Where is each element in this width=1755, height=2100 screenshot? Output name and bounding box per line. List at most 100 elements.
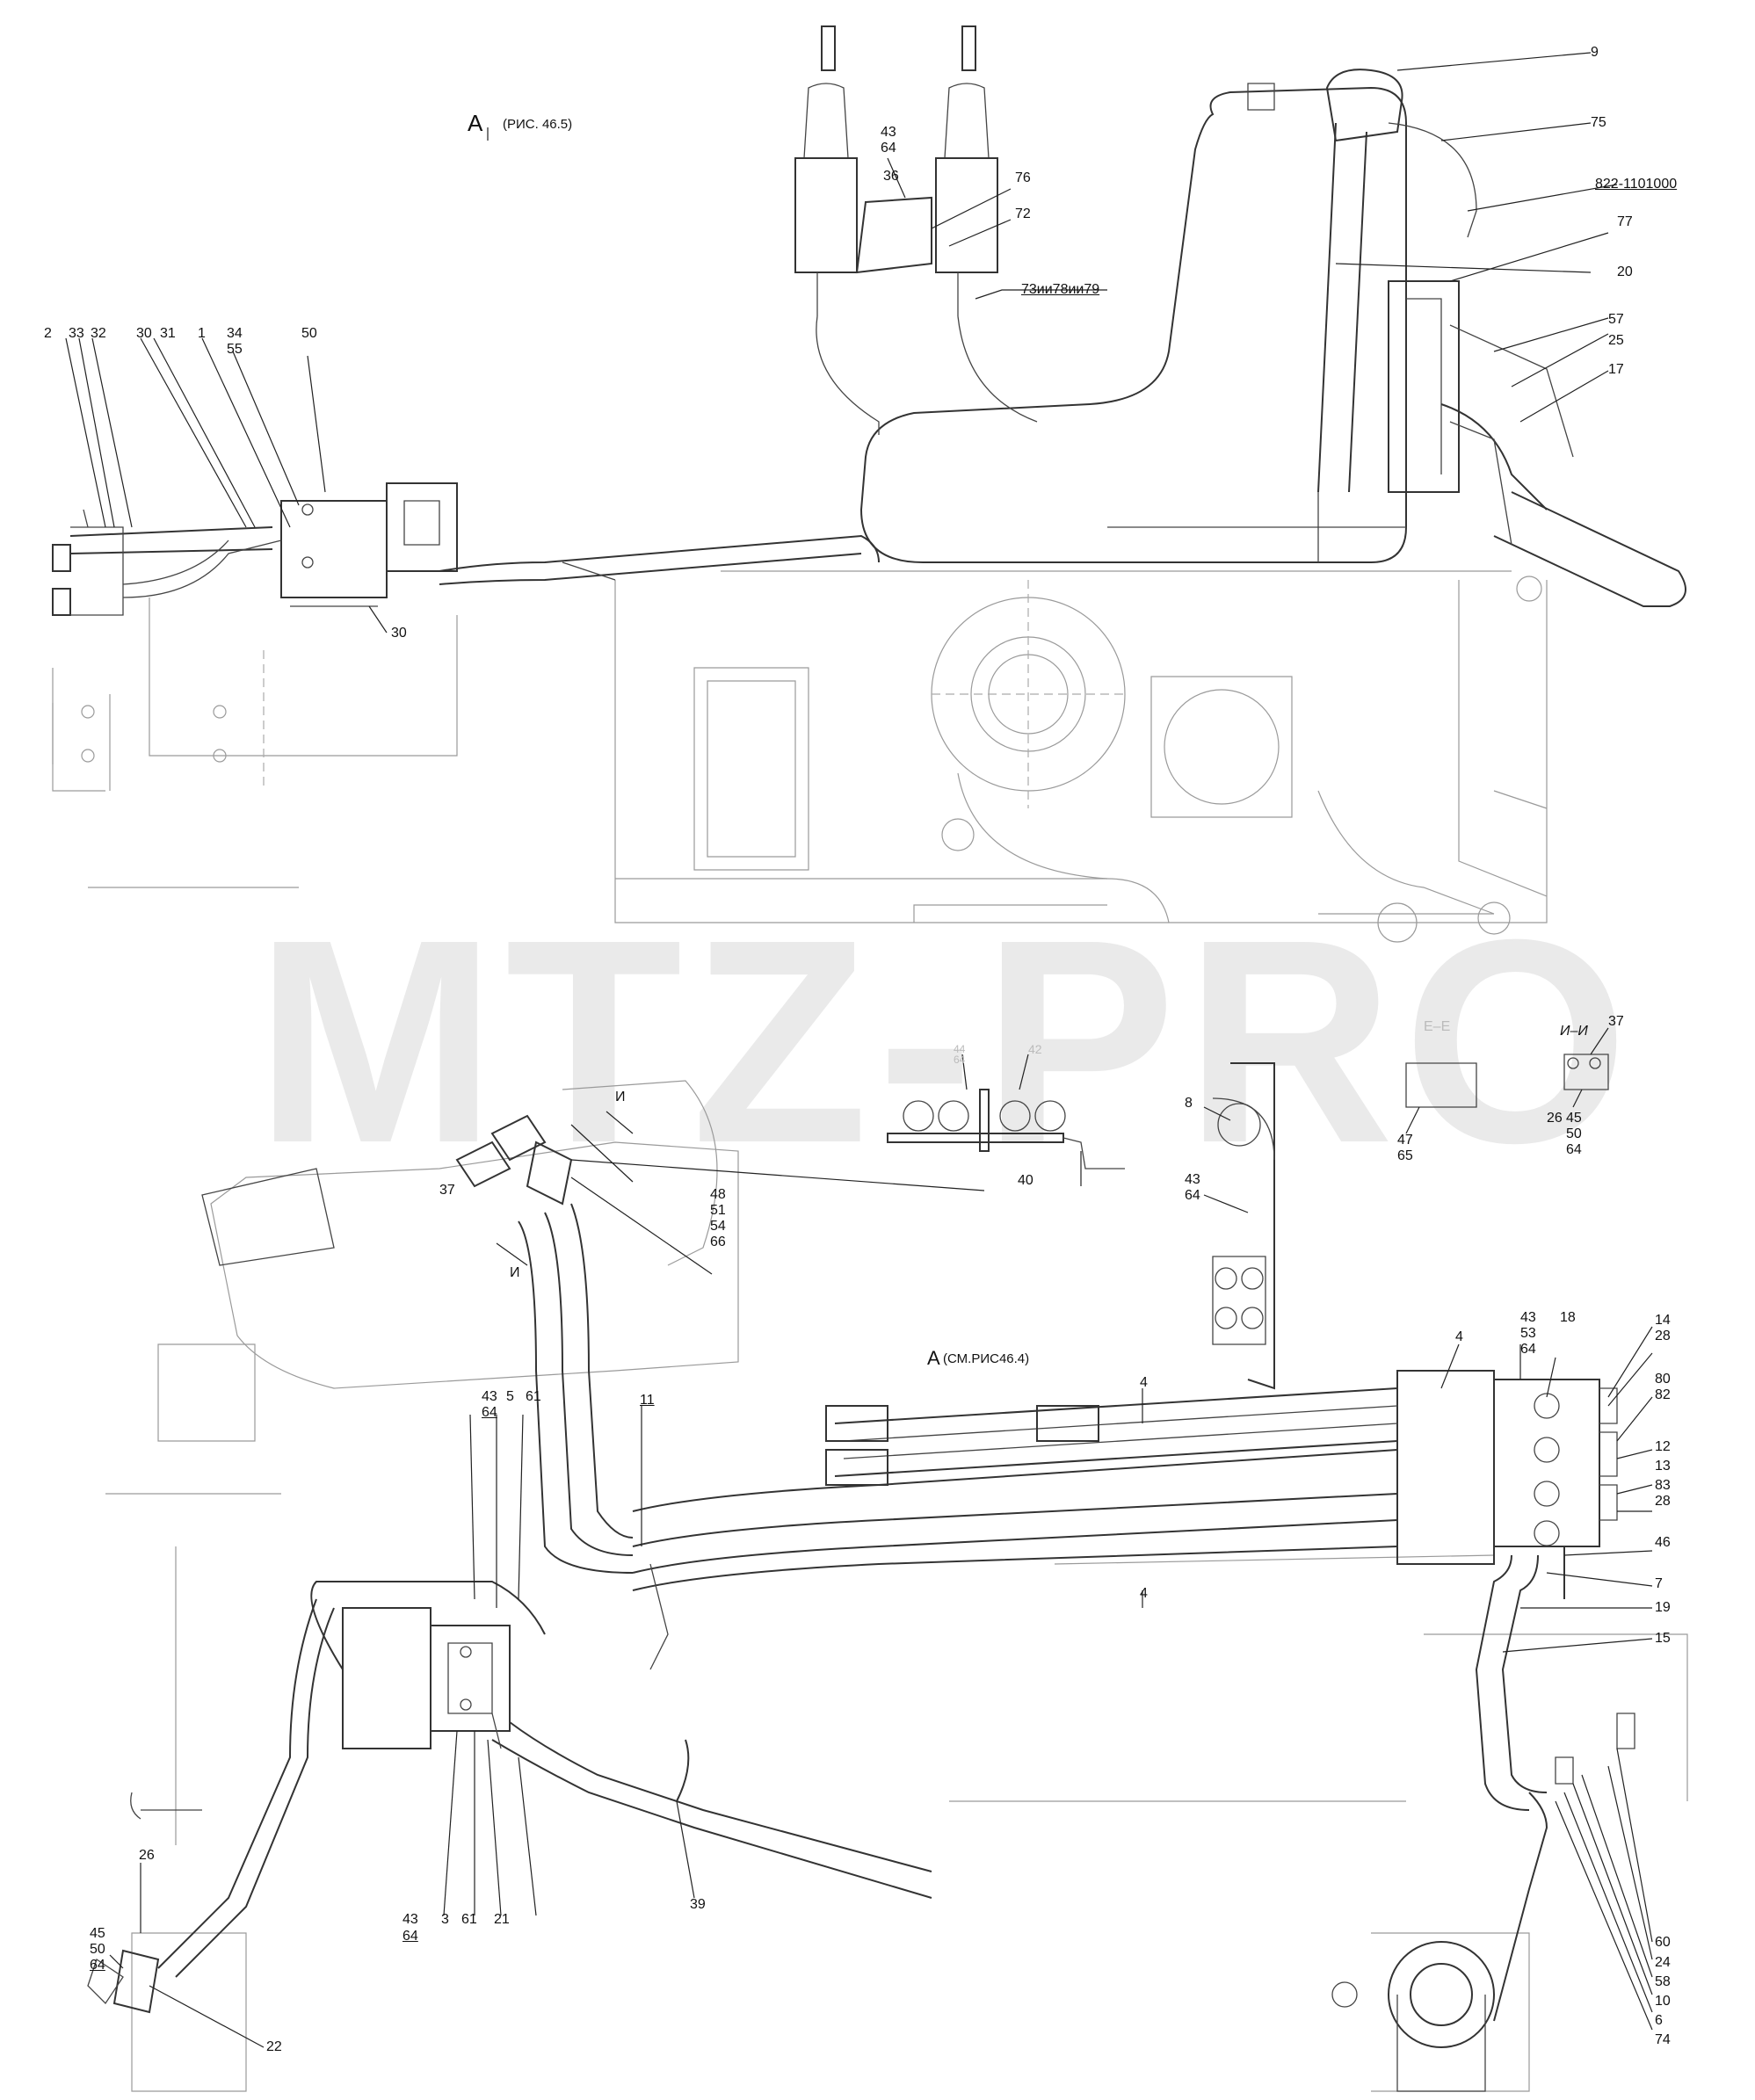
view-label-a-bottom: А (927, 1347, 940, 1369)
callout-54: 54 (710, 1219, 726, 1234)
callout-43-pump-bottom: 43 (482, 1389, 497, 1404)
callout-60: 60 (1655, 1935, 1671, 1950)
pump-bottom (342, 1607, 511, 1749)
cable-callout-73-78-79: 73ии78ии79 (1021, 282, 1100, 297)
callout-37: 37 (439, 1183, 455, 1198)
pump-and-outlets-top (52, 482, 880, 616)
callout-40: 40 (1018, 1173, 1033, 1188)
callout-30-pump: 30 (391, 626, 407, 641)
leader-lines (65, 52, 1653, 2048)
hydraulic-tank (859, 83, 1407, 563)
section-detail-bracket (1212, 1062, 1275, 1390)
callout-20: 20 (1617, 264, 1633, 279)
callout-66: 66 (710, 1235, 726, 1249)
section-detail-ii (1563, 1054, 1609, 1090)
callout-28-lower: 28 (1655, 1494, 1671, 1509)
callout-36: 36 (883, 169, 899, 184)
callout-76: 76 (1015, 170, 1031, 185)
view-label-a-bottom-reference: (СМ.РИС46.4) (943, 1351, 1030, 1366)
callout-4: 4 (1455, 1329, 1463, 1344)
control-levers (794, 25, 1038, 435)
callout-64-lower: 64 (402, 1929, 418, 1944)
callout-50-section: 50 (1566, 1126, 1582, 1141)
section-mark-4-bottom: 4 (1140, 1586, 1148, 1601)
callout-47: 47 (1397, 1133, 1413, 1148)
callout-14: 14 (1655, 1313, 1671, 1328)
callout-39: 39 (690, 1897, 706, 1912)
callout-34: 34 (227, 326, 243, 341)
callout-18: 18 (1560, 1310, 1576, 1325)
callout-12: 12 (1655, 1439, 1671, 1454)
callout-75: 75 (1591, 115, 1606, 130)
callout-51: 51 (710, 1203, 726, 1218)
section-arrows (487, 127, 1143, 1608)
hose-bundle-long (632, 1387, 1398, 1591)
callout-72: 72 (1015, 206, 1031, 221)
callout-10: 10 (1655, 1994, 1671, 2009)
callout-44: 44 (954, 1043, 966, 1055)
callout-65: 65 (1397, 1148, 1413, 1163)
assembly-code-label: 822-1101000 (1595, 177, 1678, 192)
callout-50: 50 (301, 326, 317, 341)
callout-1: 1 (198, 326, 206, 341)
cabin-floor-bottom (105, 1080, 1688, 2092)
callout-17: 17 (1608, 362, 1624, 377)
callout-64-bracket: 64 (1185, 1188, 1200, 1203)
section-label-ee: Е–Е (1424, 1019, 1451, 1034)
callout-15: 15 (1655, 1631, 1671, 1646)
callout-83: 83 (1655, 1478, 1671, 1493)
hose-bundle-vertical (455, 1114, 669, 1670)
callout-8: 8 (1185, 1096, 1193, 1111)
section-detail-clamp-1 (887, 1089, 1125, 1169)
callout-43: 43 (881, 125, 896, 140)
callout-13: 13 (1655, 1459, 1671, 1474)
callout-46: 46 (1655, 1535, 1671, 1550)
axle-hub (1331, 1941, 1495, 2092)
section-mark-i-upper: И (615, 1090, 626, 1104)
callout-58: 58 (1655, 1974, 1671, 1989)
callout-43-valve: 43 (1520, 1310, 1536, 1325)
view-label-a-top-reference: (РИС. 46.5) (503, 117, 573, 132)
return-hoses (491, 1713, 932, 1899)
callout-64: 64 (881, 141, 896, 156)
callout-37-section: 37 (1608, 1014, 1624, 1029)
callout-32: 32 (91, 326, 106, 341)
callout-77: 77 (1617, 214, 1633, 229)
callout-3: 3 (441, 1912, 449, 1927)
distributor-valve (1396, 1370, 1618, 1565)
callout-21: 21 (494, 1912, 510, 1927)
transmission-housing-top (52, 570, 1548, 943)
callout-80: 80 (1655, 1372, 1671, 1387)
callout-9: 9 (1591, 45, 1599, 60)
callout-7: 7 (1655, 1576, 1663, 1591)
callout-53: 53 (1520, 1326, 1536, 1341)
callout-19: 19 (1655, 1600, 1671, 1615)
filter-and-breather (1317, 69, 1686, 607)
callout-6: 6 (1655, 2013, 1663, 2028)
callout-50-lower: 50 (90, 1942, 105, 1957)
callout-43-bracket: 43 (1185, 1172, 1200, 1187)
callout-30: 30 (136, 326, 152, 341)
callout-64-section-ii: 64 (1566, 1142, 1582, 1157)
callout-82: 82 (1655, 1387, 1671, 1402)
callout-43-lower: 43 (402, 1912, 418, 1927)
right-hoses (1475, 1546, 1635, 2022)
callout-64-pump-bottom: 64 (482, 1405, 497, 1420)
section-mark-4-top: 4 (1140, 1375, 1148, 1390)
callout-57: 57 (1608, 312, 1624, 327)
callout-42: 42 (1028, 1042, 1042, 1056)
hose-bundle-left (87, 1581, 546, 2014)
callout-5: 5 (506, 1389, 514, 1404)
section-mark-i-lower: И (510, 1265, 520, 1280)
callout-64-section: 64 (954, 1054, 966, 1066)
callout-11: 11 (640, 1393, 655, 1408)
callout-26: 26 (139, 1848, 155, 1863)
callout-31: 31 (160, 326, 176, 341)
callout-2: 2 (44, 326, 52, 341)
callout-64-coupling: 64 (90, 1958, 105, 1973)
view-label-a-top: А (468, 110, 483, 136)
callout-45-section: 45 (1566, 1111, 1582, 1126)
callout-48: 48 (710, 1187, 726, 1202)
